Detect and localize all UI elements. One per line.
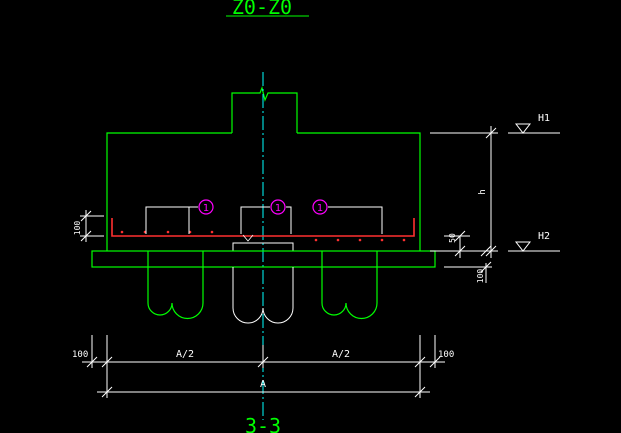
callout-1-a: 1 xyxy=(203,203,209,214)
dim-half-right: A/2 xyxy=(332,349,350,360)
bottom-slab xyxy=(91,250,436,268)
dim-left-offset: 100 xyxy=(72,350,88,360)
cap-left-outline xyxy=(106,132,232,251)
dim-height-h: h xyxy=(478,189,488,194)
dim-left-100: 100 xyxy=(73,221,82,236)
left-dimensions xyxy=(80,210,104,242)
callout-leaders xyxy=(145,206,383,234)
level-h1: H1 xyxy=(538,113,550,124)
rebar-dots xyxy=(120,230,406,242)
level-h2: H2 xyxy=(538,231,550,242)
dim-total: A xyxy=(260,379,266,390)
dim-slab-100: 100 xyxy=(476,269,485,284)
callout-1-c: 1 xyxy=(317,203,323,214)
dim-half-left: A/2 xyxy=(176,349,194,360)
right-dimensions xyxy=(430,123,560,283)
dim-cover-50: 50 xyxy=(448,233,457,243)
callout-1-b: 1 xyxy=(275,203,281,214)
top-title: Z0-Z0 xyxy=(232,0,292,19)
bottom-rebar xyxy=(111,218,415,237)
column-outline xyxy=(231,86,298,133)
pile-left xyxy=(147,251,204,320)
bottom-title: 3-3 xyxy=(245,414,281,433)
dim-right-offset: 100 xyxy=(438,350,454,360)
pile-center xyxy=(232,267,294,324)
plate-arrow xyxy=(242,234,254,242)
cap-right-outline xyxy=(297,132,421,251)
callout-markers xyxy=(198,199,328,215)
bottom-dimensions xyxy=(82,335,445,398)
pile-right xyxy=(321,251,378,320)
